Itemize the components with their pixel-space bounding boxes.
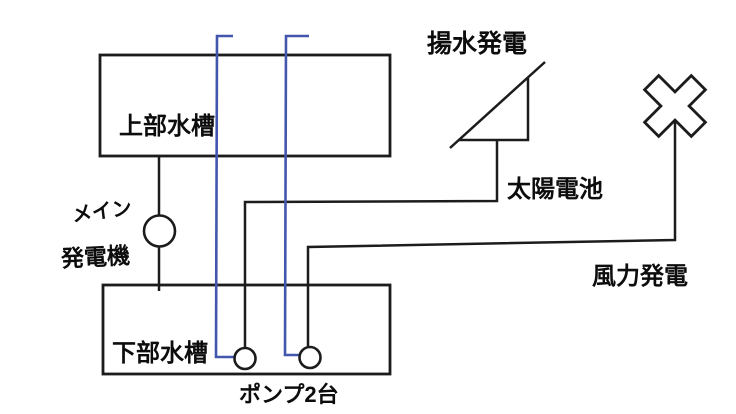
upper-tank-label: 上部水槽	[119, 113, 215, 140]
pumped-storage-title: 揚水発電	[427, 30, 528, 58]
wind-wire	[306, 120, 677, 349]
water-pipe-right	[283, 34, 309, 357]
pump-icon-left	[233, 346, 257, 371]
solar-panel-icon	[449, 61, 546, 149]
wind-turbine-icon	[642, 73, 708, 139]
upper-tank-box	[98, 53, 392, 158]
water-pipe-left	[214, 34, 234, 359]
pump-icon-right	[298, 345, 322, 370]
wind-power-label: 風力発電	[592, 263, 688, 290]
lower-tank-label: 下部水槽	[112, 340, 208, 367]
lower-tank-box	[101, 283, 392, 376]
solar-cell-label: 太陽電池	[507, 176, 603, 203]
solar-wire	[243, 141, 499, 349]
main-generator-label-line2: 発電機	[60, 242, 131, 272]
main-generator-icon	[142, 214, 177, 248]
solar-panel-triangle	[459, 78, 530, 142]
pumps-label: ポンプ2台	[239, 382, 339, 407]
